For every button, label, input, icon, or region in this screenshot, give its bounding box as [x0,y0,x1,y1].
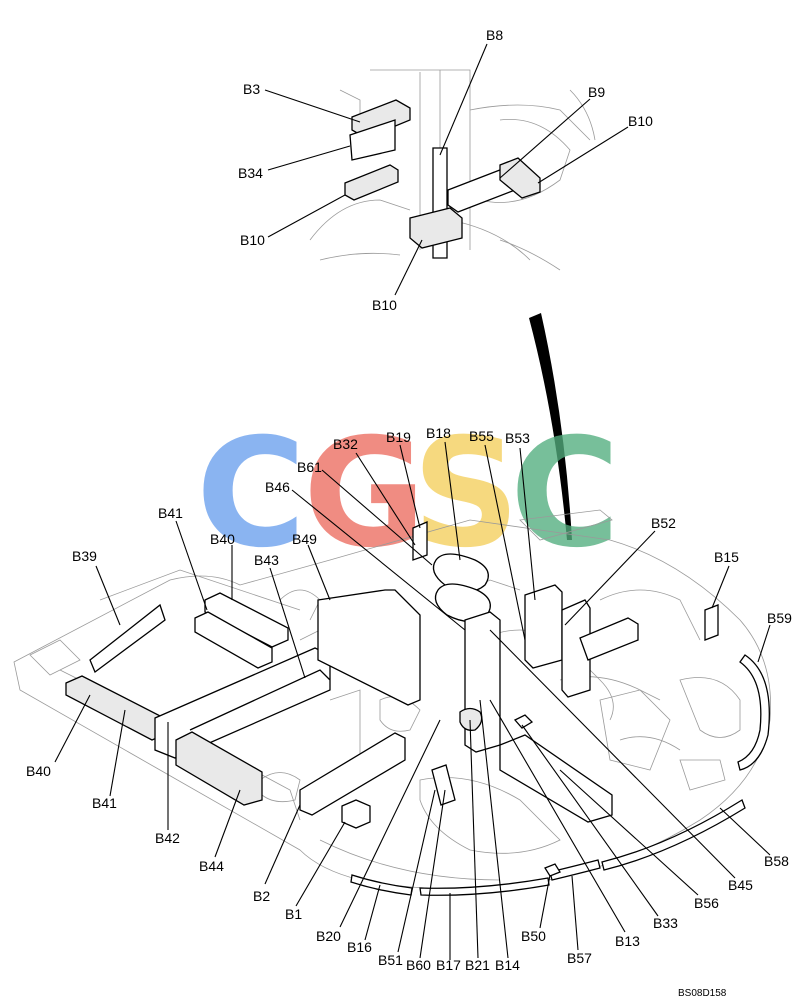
label-b44: B44 [199,858,224,874]
main-assembly-view: B19 B18 B55 B53 B32 B61 B46 B41 B40 B52 … [13,425,792,973]
part-b52-rod [579,617,639,661]
label-b17: B17 [436,957,461,973]
label-b14: B14 [495,957,520,973]
main-parts [65,521,770,896]
label-b52: B52 [651,515,676,531]
label-b16: B16 [347,939,372,955]
label-b46: B46 [265,479,290,495]
part-b59 [737,654,770,771]
label-b9: B9 [588,84,605,100]
label-b41-top: B41 [158,505,183,521]
part-b53 [524,584,563,669]
label-b45: B45 [728,877,753,893]
label-b40-bottom: B40 [26,763,51,779]
label-b53: B53 [505,430,530,446]
label-b57: B57 [567,950,592,966]
part-b60 [431,764,456,806]
label-b60: B60 [406,957,431,973]
part-b41-upper [194,611,273,669]
part-b56 [499,734,613,823]
label-b10-top-left: B10 [240,232,265,248]
label-b56: B56 [694,895,719,911]
label-b8: B8 [486,27,503,43]
label-b43: B43 [254,552,279,568]
label-b20: B20 [316,928,341,944]
top-parts [344,99,541,259]
part-b21 [459,707,483,731]
label-b59: B59 [767,610,792,626]
part-b2 [299,732,406,816]
top-detail-view: B8 B3 B9 B10 B34 B10 B10 [238,27,653,313]
part-b40-upper [204,592,289,648]
label-b15: B15 [714,549,739,565]
part-b33 [513,714,534,729]
watermark-letter-1: C [196,407,306,581]
top-leaders [264,43,629,296]
label-b41-bottom: B41 [92,795,117,811]
label-b19: B19 [386,429,411,445]
label-b51: B51 [378,952,403,968]
label-b42: B42 [155,830,180,846]
label-b49: B49 [292,531,317,547]
label-b34: B34 [238,165,263,181]
label-b55: B55 [469,428,494,444]
label-b21: B21 [465,957,490,973]
watermark-letter-2: G [303,407,426,581]
watermark-letter-4: C [510,407,620,581]
part-b43 [189,669,331,731]
drawing-code: BS08D158 [678,988,727,999]
part-b49 [317,589,421,706]
part-b52 [561,599,591,698]
label-b1: B1 [285,906,302,922]
part-b40-lower [65,675,169,741]
part-b19 [412,521,428,561]
label-b10-top-bottom: B10 [372,297,397,313]
reference-arrow [529,313,572,540]
label-b18: B18 [426,425,451,441]
watermark-letter-3: S [412,407,520,581]
label-b61: B61 [297,459,322,475]
label-b39: B39 [72,548,97,564]
label-b33: B33 [653,915,678,931]
label-b10-top-right: B10 [628,113,653,129]
part-b58 [601,799,746,871]
label-b2: B2 [253,888,270,904]
label-b40-top: B40 [210,531,235,547]
part-b44 [175,731,263,806]
main-labels: B19 B18 B55 B53 B32 B61 B46 B41 B40 B52 … [26,425,792,973]
label-b13: B13 [615,933,640,949]
top-labels: B8 B3 B9 B10 B34 B10 B10 [238,27,653,313]
label-b32: B32 [333,436,358,452]
part-b17 [419,877,550,896]
main-leaders [54,441,771,960]
part-b57 [549,859,601,881]
part-b15 [704,604,719,641]
part-b42 [154,647,331,759]
part-b39-panel [89,603,166,674]
part-b50 [544,863,561,877]
part-b1 [341,799,371,829]
watermark: C G S C [196,407,620,581]
label-b50: B50 [521,928,546,944]
label-b58: B58 [764,853,789,869]
label-b3: B3 [243,81,260,97]
